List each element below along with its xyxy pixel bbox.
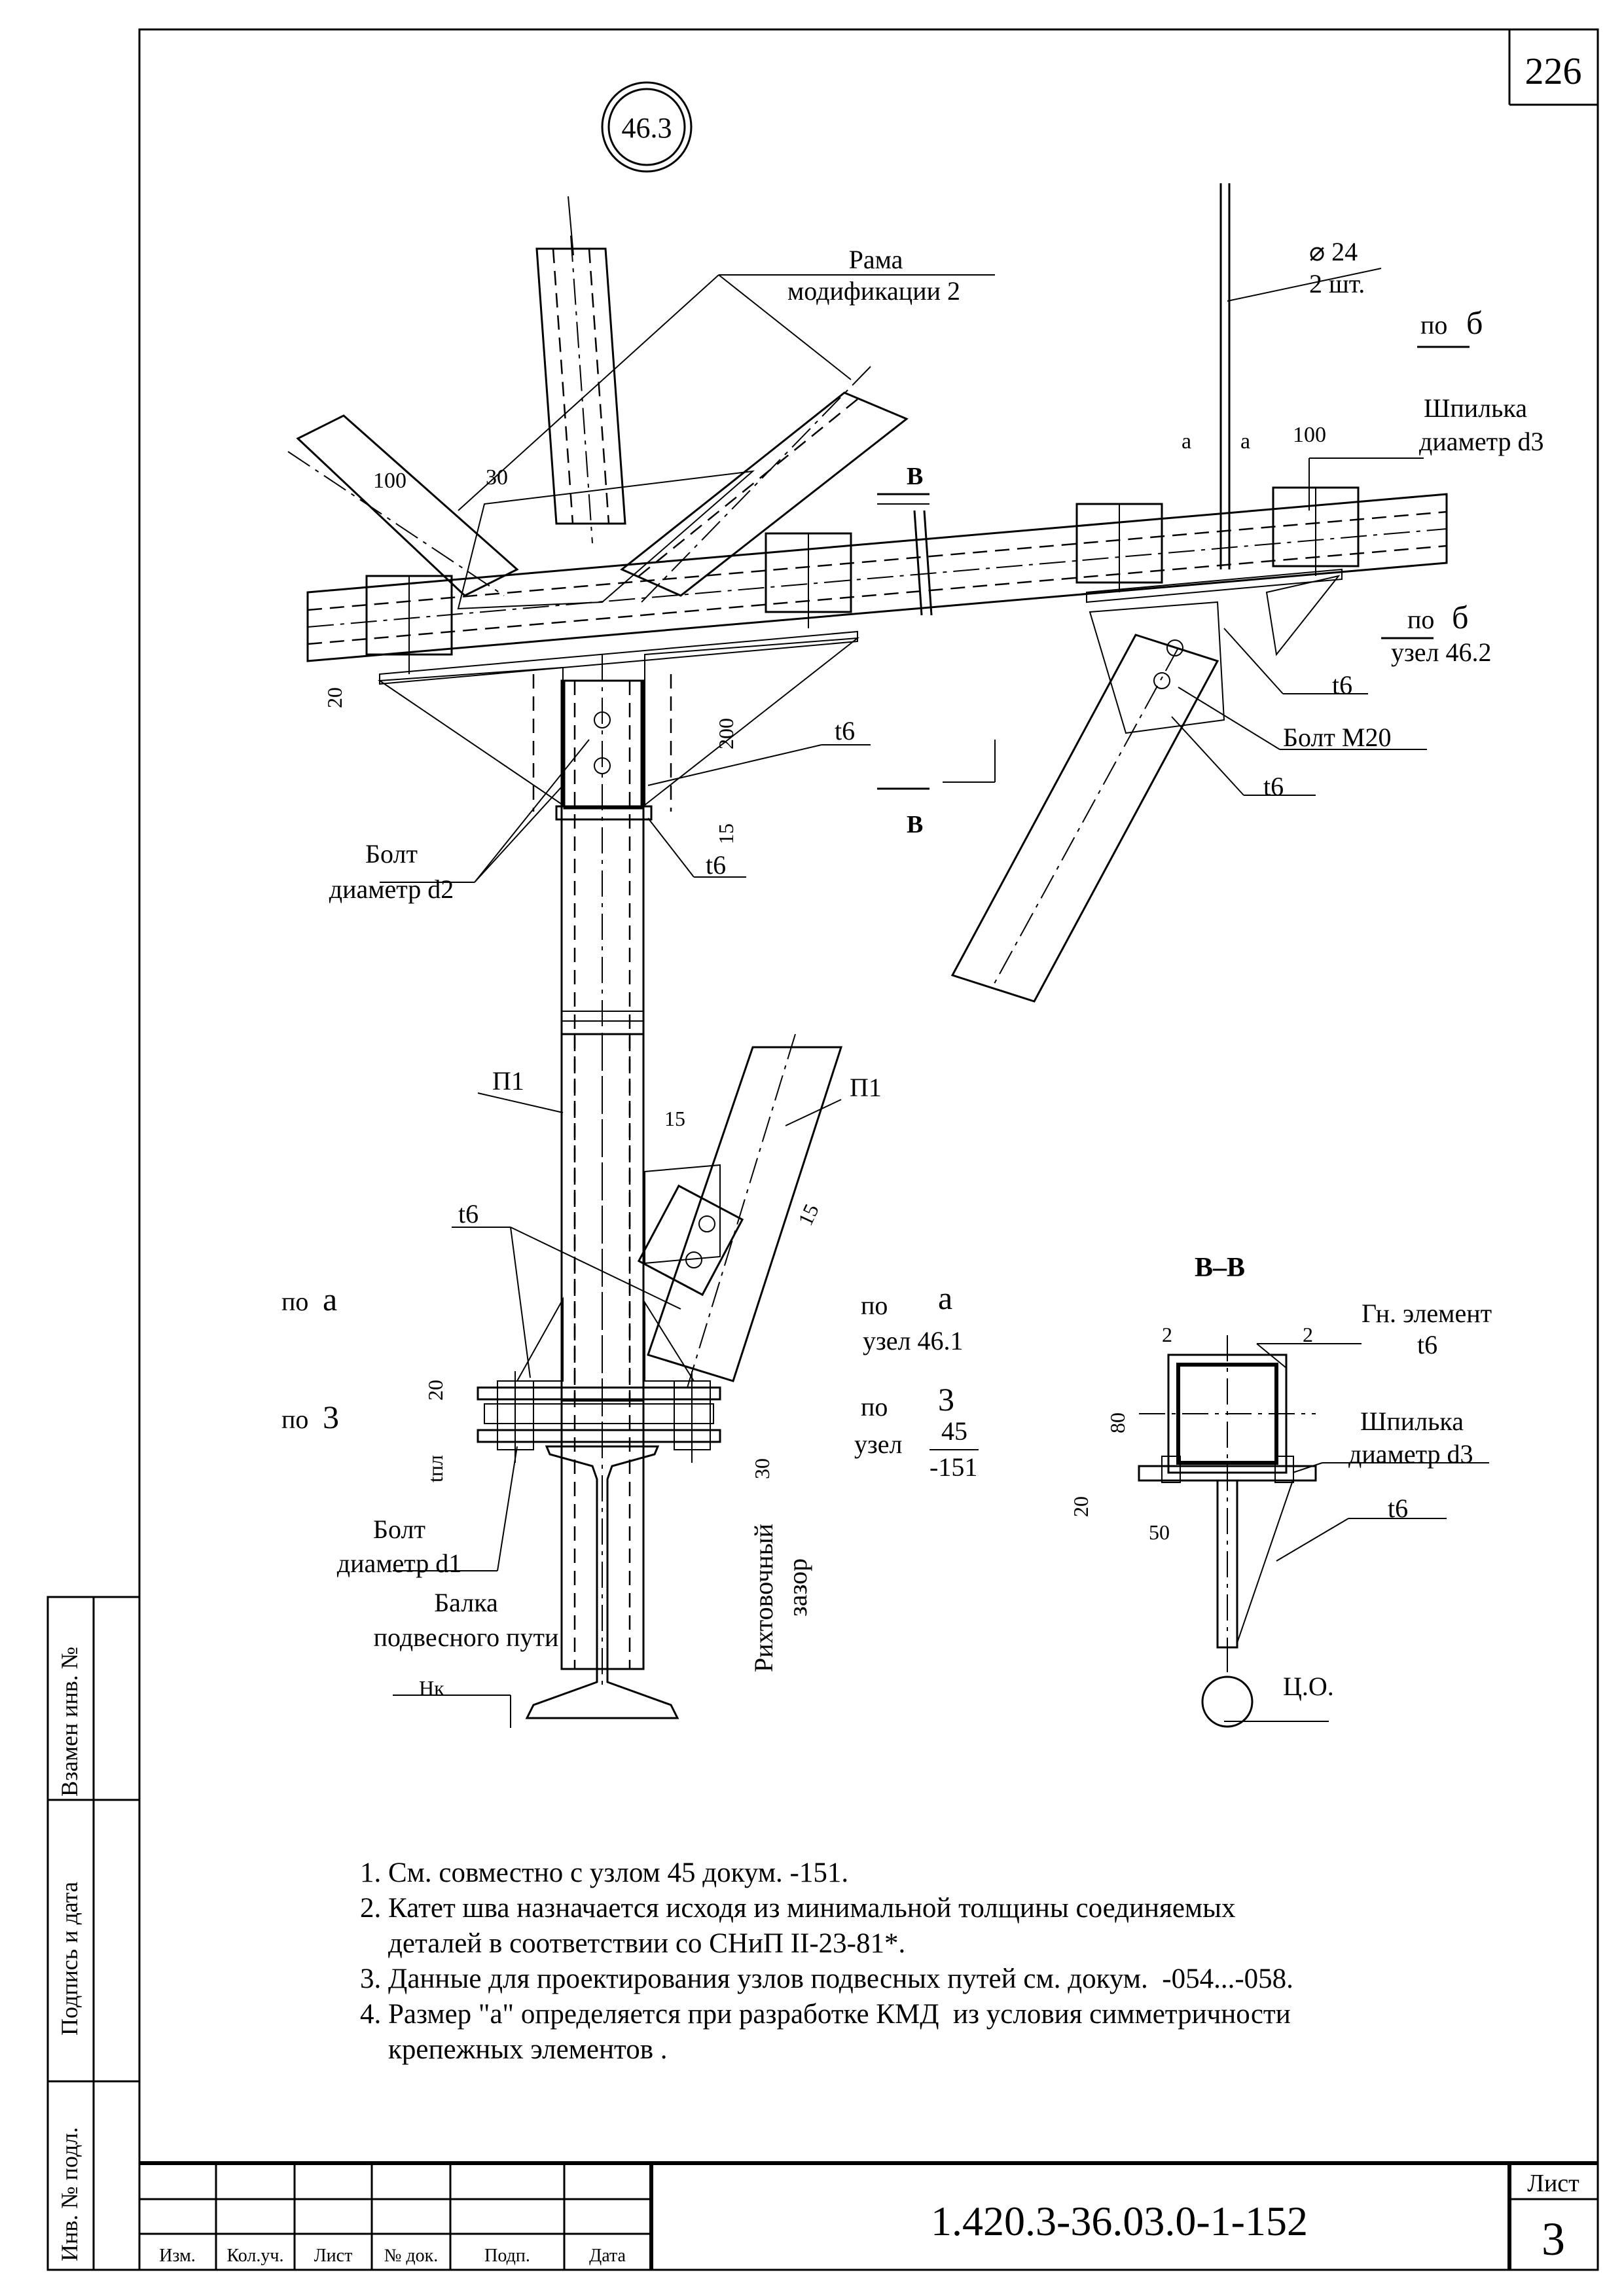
node-mark [601,81,693,173]
t6-label-f: t6 [1388,1494,1408,1523]
tb-header-list: Лист [314,2246,353,2266]
title-block [139,2161,1598,2270]
po-a-right-prefix: по [861,1291,888,1320]
dim-80: 80 [1106,1412,1129,1433]
po-a-right-letter: а [938,1280,952,1316]
quantity-2: 2 шт. [1309,269,1365,298]
dim-20-left: 20 [323,687,346,708]
hk-label: Нк [419,1676,444,1700]
sheet-number: 226 [1525,50,1582,92]
stud2-label-line2: диаметр d3 [1348,1439,1473,1469]
node-45-num: 45 [941,1416,967,1446]
po-3-left-letter: 3 [323,1399,339,1435]
po-a-left-letter: а [323,1281,337,1318]
gap-label-line2: зазор [783,1558,812,1617]
po-a-left-prefix: по [281,1287,308,1316]
po-b-mid-prefix: по [1407,605,1434,634]
po-b-mid-letter: б [1452,599,1468,636]
dim-30: 30 [486,465,508,490]
bolt-d2-line1: Болт [365,839,418,869]
dim-2-left: 2 [1162,1323,1172,1346]
dim-2-right: 2 [1303,1323,1313,1346]
dim-20-b: 20 [424,1380,447,1401]
frame-label-line2: модификации 2 [787,276,960,306]
t6-label-d: t6 [706,850,726,880]
tb-header-date: Дата [589,2246,626,2266]
dim-100-right: 100 [1293,423,1326,447]
t6-label-e: t6 [458,1199,478,1229]
t6-label-a: t6 [1332,670,1352,700]
stud-label-line2: диаметр d3 [1419,427,1544,456]
stamp-inv-replace: Взамен инв. № [56,1647,82,1797]
t6-label-c: t6 [835,716,855,745]
po-3-left-prefix: по [281,1405,308,1434]
bolt-d2-line2: диаметр d2 [329,874,454,904]
note-4-continued: крепежных элементов . [360,2034,668,2065]
stamp-sign-date: Подпись и дата [56,1882,82,2036]
po-3-right-letter: 3 [938,1381,954,1418]
stamp-inv-original: Инв. № подл. [56,2127,82,2261]
leader-lines [380,268,1489,1728]
tb-header-kolvo: Кол.уч. [227,2246,284,2266]
frame-label-line1: Рама [849,245,903,274]
section-v-top: В [907,463,923,490]
dim-15-b: 15 [664,1107,685,1130]
general-notes: 1. См. совместно с узлом 45 докум. -151.… [360,1856,1473,2068]
p1-left: П1 [492,1066,524,1096]
diameter-24: ⌀ 24 [1309,237,1358,266]
dim-20-c: 20 [1069,1496,1092,1517]
rect-element-line2: t6 [1417,1330,1437,1359]
top-assembly [287,183,1448,1689]
t6-label-b: t6 [1263,772,1284,801]
section-v-bottom: В [907,811,923,838]
sheet-frame [138,28,1599,2271]
side-stamp: Взамен инв. № Подпись и дата Инв. № подл… [46,1596,141,2271]
node-mark-label: 46.3 [622,112,672,144]
document-code: 1.420.3-36.03.0-1-152 [931,2198,1308,2244]
gap-label-line1: Рихтовочный [749,1524,778,1672]
tb-header-sign: Подп. [484,2246,530,2266]
dim-200: 200 [714,718,738,749]
po-b-top-letter: б [1466,304,1483,341]
rect-element-line1: Гн. элемент [1362,1299,1492,1328]
dim-a-2: a [1240,429,1250,454]
tb-header-izm: Изм. [159,2246,196,2266]
note-4: 4. Размер "а" определяется при разработк… [360,1999,1291,2030]
beam-label-line2: подвесного пути [374,1623,559,1652]
dim-50: 50 [1149,1520,1170,1544]
node-46-2: узел 46.2 [1391,637,1492,667]
node-45-den: -151 [929,1452,977,1482]
p1-right: П1 [850,1073,882,1102]
dim-100-left: 100 [373,469,406,493]
lower-assembly [477,1033,843,1719]
note-2-continued: деталей в соответствии со СНиП II-23-81*… [360,1928,906,1959]
dim-15-a: 15 [714,823,738,844]
note-2: 2. Катет шва назначается исходя из миним… [360,1893,1236,1924]
node-45-label: узел [854,1429,903,1459]
note-1: 1. См. совместно с узлом 45 докум. -151. [360,1857,849,1888]
stud2-label-line1: Шпилька [1360,1407,1464,1436]
note-3: 3. Данные для проектирования узлов подве… [360,1964,1293,1994]
beam-label-line1: Балка [434,1588,498,1617]
bolt-m20: Болт М20 [1283,723,1391,752]
co-label: Ц.О. [1283,1672,1334,1701]
bolt-d1-line2: диаметр d1 [337,1549,462,1578]
section-vv-title: В–В [1195,1253,1245,1283]
bolt-d1-line1: Болт [373,1515,425,1544]
tb-header-doc: № док. [384,2246,439,2266]
node-46-1: узел 46.1 [863,1326,964,1355]
title-sheet-label: Лист [1527,2170,1579,2197]
plate-thickness: tпл [424,1455,447,1482]
title-sheet-no: 3 [1542,2213,1565,2265]
section-markers [877,346,1470,790]
dim-15-c: 15 [793,1200,823,1229]
dim-a-1: a [1182,429,1191,454]
po-b-top-prefix: по [1420,310,1447,340]
dim-30-b: 30 [750,1458,774,1479]
section-vv [1138,1335,1317,1728]
stud-label-line1: Шпилька [1424,393,1527,423]
po-3-right-prefix: по [861,1392,888,1422]
